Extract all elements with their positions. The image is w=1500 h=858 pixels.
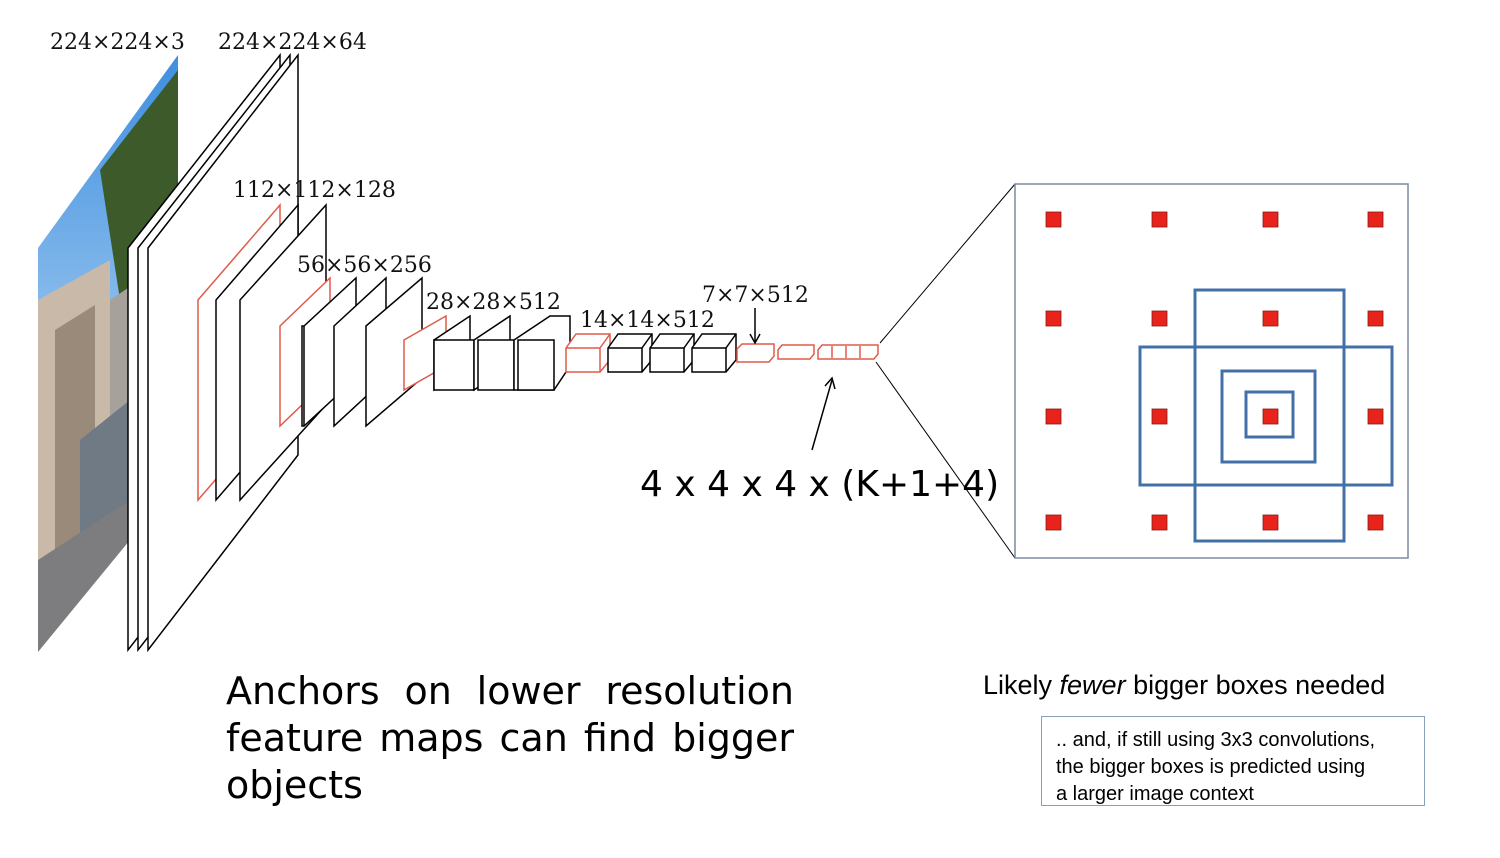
- anchor-box-small: [1244, 390, 1295, 439]
- anchor-grid-panel: [1014, 183, 1409, 559]
- anchor-points: [1045, 211, 1384, 531]
- right-caption: Likely fewer bigger boxes needed: [983, 670, 1453, 701]
- label-conv3-dims: 56×56×256: [297, 253, 432, 278]
- layer-conv5: [565, 333, 737, 373]
- main-caption-line1: Anchors on lower resolution: [226, 669, 794, 713]
- arrow-formula: [811, 376, 836, 451]
- label-conv5-dims: 14×14×512: [580, 308, 715, 333]
- note-line3: a larger image context: [1056, 783, 1254, 805]
- label-input-dims: 224×224×3: [50, 30, 185, 55]
- right-caption-prefix: Likely: [983, 670, 1060, 700]
- right-caption-emphasis: fewer: [1059, 670, 1126, 700]
- label-conv6-dims: 7×7×512: [702, 283, 809, 308]
- main-caption-line3: objects: [226, 763, 363, 807]
- anchor-box-large-vertical: [1193, 288, 1346, 543]
- layer-small-maps: [736, 343, 879, 363]
- anchor-box-large-horizontal: [1138, 345, 1394, 487]
- label-conv4-dims: 28×28×512: [426, 290, 561, 315]
- note-line2: the bigger boxes is predicted using: [1056, 756, 1366, 778]
- right-caption-suffix: bigger boxes needed: [1125, 670, 1386, 700]
- label-conv2-dims: 112×112×128: [233, 178, 396, 203]
- arrow-7x7: [749, 308, 761, 345]
- main-caption-line2: feature maps can find bigger: [226, 716, 794, 760]
- anchor-box-medium: [1220, 369, 1317, 464]
- layer-conv3: [279, 276, 423, 428]
- main-caption: Anchors on lower resolution feature maps…: [226, 668, 794, 809]
- note-line1: .. and, if still using 3x3 convolutions,: [1056, 729, 1376, 751]
- zoom-lines: [875, 183, 1016, 559]
- prediction-formula: 4 x 4 x 4 x (K+1+4): [640, 464, 999, 505]
- note-box: .. and, if still using 3x3 convolutions,…: [1041, 716, 1425, 806]
- input-image: [38, 55, 178, 652]
- layer-conv4: [403, 314, 571, 392]
- label-conv1-dims: 224×224×64: [218, 30, 367, 55]
